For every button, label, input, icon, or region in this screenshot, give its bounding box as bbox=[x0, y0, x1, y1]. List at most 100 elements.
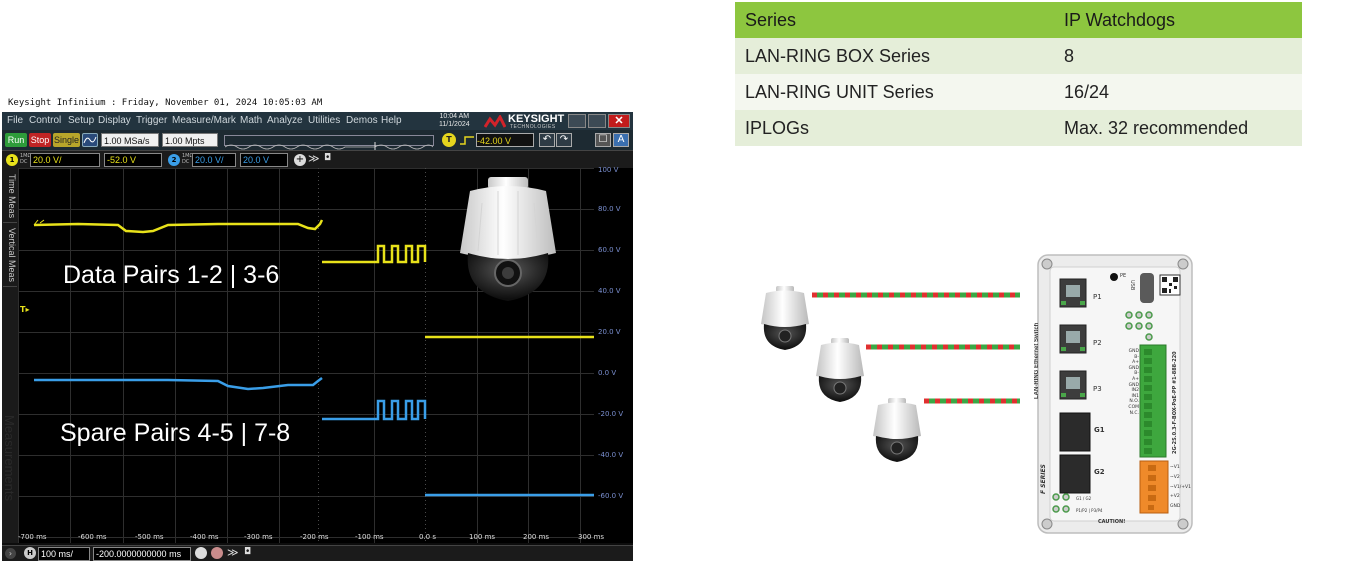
table-cell: Max. 32 recommended bbox=[1054, 110, 1302, 146]
horizontal-badge[interactable]: H bbox=[24, 547, 36, 559]
channel2-dc: DC bbox=[182, 159, 190, 165]
scope-window: File Control Setup Display Trigger Measu… bbox=[2, 112, 633, 561]
menu-measure-mark[interactable]: Measure/Mark bbox=[172, 115, 236, 126]
sample-rate-field[interactable]: 1.00 MSa/s bbox=[101, 133, 159, 147]
menu-math[interactable]: Math bbox=[240, 115, 263, 126]
caution-label: CAUTION! bbox=[1098, 519, 1126, 525]
oscilloscope-screenshot: Keysight Infiniium : Friday, November 01… bbox=[2, 96, 633, 561]
t-label: -200 ms bbox=[300, 533, 329, 541]
menu-file[interactable]: File bbox=[7, 115, 24, 126]
zoom-icon[interactable] bbox=[195, 547, 207, 559]
green-terminal-labels: GND B- A+ GND B- A+ GND IN2 IN1 N.O. COM… bbox=[1125, 349, 1139, 416]
switch-body bbox=[1037, 254, 1193, 534]
single-button[interactable]: Single bbox=[53, 133, 80, 147]
channel2-coupling: 1MΩ DC bbox=[182, 153, 193, 165]
nav-icon[interactable]: › bbox=[5, 548, 16, 559]
channel2-offset-field[interactable]: 20.0 V bbox=[240, 153, 288, 167]
menu-analyze[interactable]: Analyze bbox=[267, 115, 303, 126]
table-cell: IPLOGs bbox=[735, 110, 1054, 146]
lan-ring-switch: LAN-RING Ethernet Switch P1 P2 P3 G1 G2 … bbox=[1034, 253, 1194, 535]
menu-setup[interactable]: Setup bbox=[68, 115, 95, 126]
t-label: -700 ms bbox=[18, 533, 47, 541]
table-cell: LAN-RING UNIT Series bbox=[735, 74, 1054, 110]
memory-depth-field[interactable]: 1.00 Mpts bbox=[162, 133, 218, 147]
camera-1-icon bbox=[761, 286, 809, 350]
data-pairs-label: Data Pairs 1-2 | 3-6 bbox=[63, 261, 280, 289]
terminal-label: GND bbox=[1128, 365, 1139, 371]
tab-time-meas[interactable]: Time Meas bbox=[3, 170, 17, 223]
add-channel-icon[interactable]: + bbox=[294, 154, 306, 166]
v-label: 20.0 V bbox=[598, 328, 621, 336]
horizontal-toolbar: › H 100 ms/ -200.0000000000 ms ≫ ◘ bbox=[2, 545, 633, 561]
menu-control[interactable]: Control bbox=[29, 115, 62, 126]
maximize-button[interactable] bbox=[588, 114, 606, 128]
pin-icon[interactable]: ◘ bbox=[324, 153, 332, 163]
trigger-badge[interactable]: T bbox=[442, 133, 456, 147]
roll-icon[interactable] bbox=[211, 547, 223, 559]
channel2-scale-field[interactable]: 20.0 V/ bbox=[192, 153, 236, 167]
camera-diagram bbox=[761, 286, 1020, 462]
menu-utilities[interactable]: Utilities bbox=[308, 115, 341, 126]
t-label: -500 ms bbox=[135, 533, 164, 541]
redo-icon[interactable]: ↷ bbox=[556, 133, 572, 147]
terminal-label: IN1 bbox=[1131, 393, 1139, 399]
led-label: G1 / G2 bbox=[1076, 496, 1092, 501]
channel1-badge[interactable]: 1 bbox=[6, 154, 18, 166]
time-position-field[interactable]: -200.0000000000 ms bbox=[93, 547, 191, 561]
channel1-dc: DC bbox=[20, 159, 28, 165]
keysight-logo: KEYSIGHT TECHNOLOGIES bbox=[484, 113, 564, 130]
menu-trigger[interactable]: Trigger bbox=[136, 115, 168, 126]
autoscale-button[interactable] bbox=[82, 133, 98, 147]
rising-edge-icon bbox=[460, 136, 474, 145]
channel2-waveform bbox=[34, 377, 594, 497]
device-title: LAN-RING Ethernet Switch bbox=[1034, 322, 1040, 400]
menu-demos[interactable]: Demos bbox=[346, 115, 378, 126]
run-button[interactable]: Run bbox=[5, 133, 27, 147]
time-scale-field[interactable]: 100 ms/ bbox=[38, 547, 90, 561]
auto-icon[interactable]: A bbox=[613, 133, 629, 147]
camera-3-icon bbox=[873, 398, 921, 462]
menu-display[interactable]: Display bbox=[98, 115, 131, 126]
t-label: -300 ms bbox=[244, 533, 273, 541]
waveform-display[interactable]: T▸ Data Pairs 1-2 | 3-6 Spare Pairs 4-5 … bbox=[18, 168, 594, 543]
expand-icon[interactable]: ≫ bbox=[227, 546, 239, 559]
stop-button[interactable]: Stop bbox=[29, 133, 51, 147]
channel-toolbar: 1 1MΩ DC 20.0 V/ -52.0 V 2 1MΩ DC 20.0 V… bbox=[2, 150, 633, 169]
sfp-label: G2 bbox=[1094, 468, 1105, 476]
touch-icon[interactable]: ☐ bbox=[595, 133, 611, 147]
port-label: P1 bbox=[1093, 293, 1102, 301]
ptz-camera-image bbox=[460, 177, 556, 301]
t-label: -600 ms bbox=[78, 533, 107, 541]
brand-sub: TECHNOLOGIES bbox=[510, 124, 556, 130]
t-label: -100 ms bbox=[355, 533, 384, 541]
terminal-label: N.O. bbox=[1129, 399, 1139, 405]
table-row: IPLOGs Max. 32 recommended bbox=[735, 110, 1302, 146]
v-label: -20.0 V bbox=[598, 410, 624, 418]
channel2-badge[interactable]: 2 bbox=[168, 154, 180, 166]
port-label: P2 bbox=[1093, 339, 1102, 347]
terminal-label: ~V2 bbox=[1170, 474, 1180, 480]
v-label: -40.0 V bbox=[598, 451, 624, 459]
tab-vertical-meas[interactable]: Vertical Meas bbox=[3, 224, 17, 287]
minimize-button[interactable] bbox=[568, 114, 586, 128]
terminal-label: COM bbox=[1128, 404, 1139, 410]
v-label: 40.0 V bbox=[598, 287, 621, 295]
expand-icon[interactable]: ≫ bbox=[308, 152, 320, 165]
graticule bbox=[18, 168, 594, 543]
keysight-wave-icon bbox=[484, 115, 506, 128]
watchdog-table: Series IP Watchdogs LAN-RING BOX Series … bbox=[735, 2, 1302, 146]
channel1-scale-field[interactable]: 20.0 V/ bbox=[30, 153, 100, 167]
terminal-label: N.C. bbox=[1129, 410, 1139, 416]
close-button[interactable]: ✕ bbox=[608, 114, 630, 128]
pin-icon[interactable]: ◘ bbox=[244, 547, 252, 557]
channel1-offset-field[interactable]: -52.0 V bbox=[104, 153, 162, 167]
trigger-level-field[interactable]: -42.00 V bbox=[476, 133, 534, 147]
v-label: 100 V bbox=[598, 166, 619, 174]
time-axis: -700 ms -600 ms -500 ms -400 ms -300 ms … bbox=[18, 533, 633, 545]
terminal-label: IN2 bbox=[1131, 388, 1139, 394]
menu-help[interactable]: Help bbox=[381, 115, 402, 126]
undo-icon[interactable]: ↶ bbox=[539, 133, 555, 147]
menu-bar: File Control Setup Display Trigger Measu… bbox=[2, 112, 633, 130]
scope-title: Keysight Infiniium : Friday, November 01… bbox=[8, 98, 323, 108]
table-row: LAN-RING UNIT Series 16/24 bbox=[735, 74, 1302, 110]
